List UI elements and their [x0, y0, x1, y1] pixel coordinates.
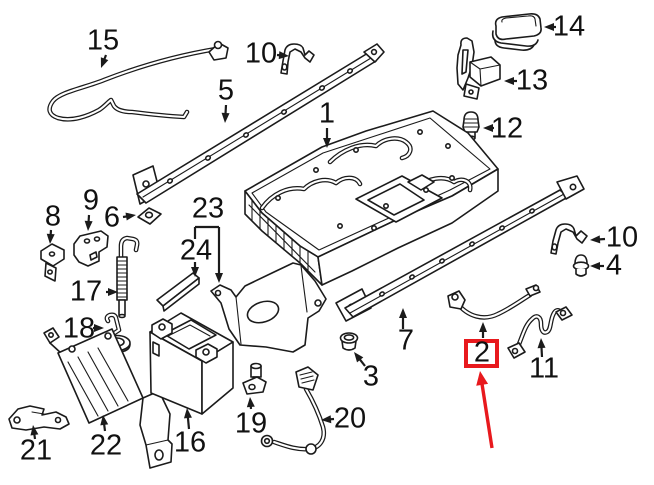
callout-14-arrow-0-head [544, 23, 554, 31]
callout-3-arrow-0-head [354, 352, 364, 363]
callout-8-label[interactable]: 8 [44, 200, 62, 233]
callout-9-arrow-0-head [84, 220, 93, 231]
part-14-cover [491, 13, 542, 51]
callout-1-arrow-0-head [323, 138, 331, 148]
callout-19-label[interactable]: 19 [234, 407, 268, 440]
callout-12-label[interactable]: 12 [490, 112, 524, 145]
callout-15-arrow-0-head [100, 57, 109, 68]
callout-18-arrow-0-head [94, 324, 104, 332]
highlight-arrow-head [476, 371, 489, 386]
part-8-bracket [40, 243, 65, 282]
callout-11-label[interactable]: 11 [528, 352, 560, 385]
callout-10-label[interactable]: 10 [605, 221, 639, 254]
callout-22-arrow-0-head [100, 415, 109, 426]
callout-2-arrow-0-head [479, 322, 487, 332]
callout-18-label[interactable]: 18 [62, 312, 96, 345]
callout-24-arrow-0-head [191, 267, 199, 277]
callout-23-label[interactable]: 23 [191, 192, 225, 225]
part-23-plate [210, 262, 327, 353]
part-16-battery [149, 312, 234, 415]
part-3-bushing [339, 332, 359, 351]
part-21-bracket [8, 405, 70, 431]
callout-24-label[interactable]: 24 [179, 234, 213, 267]
part-2-strap [447, 284, 541, 320]
part-22-tray [43, 327, 173, 469]
part-11-bracket [507, 306, 573, 359]
callout-12-arrow-0-head [483, 124, 493, 132]
part-5-rail [132, 43, 385, 205]
callout-9-label[interactable]: 9 [82, 184, 100, 217]
annotation-layer [30, 23, 606, 449]
callout-23-arrow-0-head [215, 273, 223, 283]
callout-10-arrow-0-head [278, 51, 289, 60]
callout-10-arrow-0-head [590, 235, 601, 244]
part-13-bracket [456, 37, 501, 100]
callout-6-label[interactable]: 6 [103, 201, 121, 234]
highlight-box [464, 339, 499, 368]
callout-10-label[interactable]: 10 [244, 37, 278, 70]
highlight-arrow-shaft [479, 379, 494, 449]
callout-21-label[interactable]: 21 [19, 434, 53, 467]
callout-13-arrow-0-head [504, 77, 514, 85]
part-9-bracket [73, 230, 109, 267]
callout-16-label[interactable]: 16 [173, 426, 207, 459]
callout-1-label[interactable]: 1 [318, 97, 336, 130]
part-17-rod [116, 235, 140, 319]
callout-16-arrow-0-head [183, 408, 192, 419]
callout-4-arrow-0-head [590, 262, 600, 270]
part-10-bracket-right [550, 223, 588, 255]
part-10-bracket-top [280, 43, 315, 75]
callout-20-arrow-0-head [321, 415, 332, 424]
callout-22-label[interactable]: 22 [89, 429, 123, 462]
callout-20-label[interactable]: 20 [333, 402, 367, 435]
callout-15-label[interactable]: 15 [86, 24, 120, 57]
part-6-plate [137, 207, 162, 225]
part-7-rail [335, 175, 585, 322]
callout-7-arrow-0-head [399, 308, 407, 318]
callout-21-arrow-0-head [30, 425, 39, 436]
part-24-strip [156, 272, 200, 312]
part-1-battery-pack [244, 110, 499, 286]
part-4-cap [572, 254, 590, 277]
callout-2-label[interactable]: 2 [473, 336, 491, 369]
callout-5-arrow-0-head [221, 112, 230, 123]
callout-17-label[interactable]: 17 [69, 275, 103, 308]
part-15-wire [47, 40, 229, 122]
callout-19-arrow-0-head [246, 397, 255, 408]
callout-3-label[interactable]: 3 [362, 360, 380, 393]
callout-14-label[interactable]: 14 [552, 10, 586, 43]
callout-17-arrow-0-head [108, 288, 118, 296]
callout-6-arrow-0-head [125, 212, 136, 221]
part-19-sensor [242, 362, 267, 395]
callout-7-label[interactable]: 7 [397, 324, 415, 357]
part-20-cable [260, 366, 327, 455]
callout-8-arrow-0-head [46, 233, 55, 244]
callout-4-label[interactable]: 4 [605, 249, 623, 282]
callout-5-label[interactable]: 5 [217, 74, 235, 107]
callout-13-label[interactable]: 13 [515, 64, 549, 97]
callout-11-arrow-0-head [537, 338, 546, 349]
